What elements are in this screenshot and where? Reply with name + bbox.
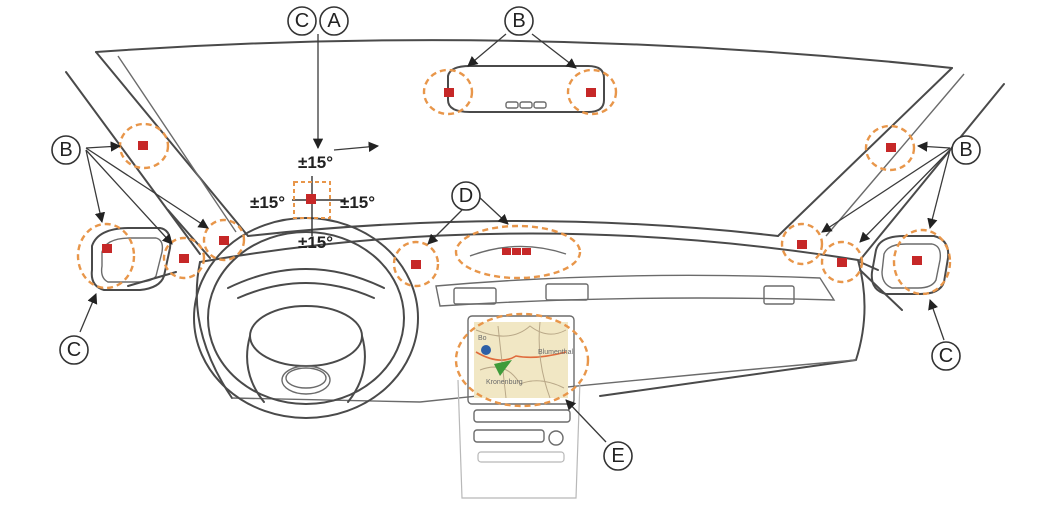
sensor-left-mirror <box>76 222 136 290</box>
sensor-dash-left <box>392 240 440 288</box>
angle-left-label: ±15° <box>250 193 285 212</box>
windshield <box>95 39 953 237</box>
rear-view-mirror <box>447 65 605 113</box>
right-a-pillar <box>825 73 1005 311</box>
callout-top-a: A <box>319 6 349 36</box>
callout-d: D <box>451 181 481 211</box>
callout-right-c: C <box>931 341 961 371</box>
callout-left-b: B <box>51 135 81 165</box>
sensor-right-mirror <box>892 228 952 296</box>
sensor-right-pillar-low <box>780 222 824 266</box>
steering-wheel <box>193 217 419 419</box>
svg-text:B: B <box>59 139 72 161</box>
svg-text:B: B <box>959 139 972 161</box>
angle-bottom-label: ±15° <box>298 233 333 252</box>
svg-text:A: A <box>327 10 341 32</box>
callout-right-b: B <box>951 135 981 165</box>
left-a-pillar <box>65 55 237 259</box>
callout-top-c: C <box>287 6 317 36</box>
sensor-right-pillar-mid <box>820 240 864 284</box>
callout-e: E <box>603 441 633 471</box>
leader-lines <box>79 33 951 443</box>
callout-top-b: B <box>504 6 534 36</box>
sensor-dash-center <box>454 224 582 280</box>
svg-text:B: B <box>512 10 525 32</box>
callout-left-c: C <box>59 335 89 365</box>
sensor-left-pillar-low <box>202 218 246 262</box>
map-label: Kronenburg <box>486 379 523 386</box>
svg-text:C: C <box>939 345 953 367</box>
map-label: Blumenthal <box>538 349 573 356</box>
left-side-mirror <box>90 227 177 291</box>
svg-text:C: C <box>295 10 309 32</box>
navigation-map: Bo Blumenthal Kronenburg <box>474 321 573 399</box>
sensor-navigation <box>454 312 590 408</box>
dashboard <box>195 232 866 403</box>
angle-top-label: ±15° <box>298 153 333 172</box>
camera-angle-indicator: ±15° ±15° ±15° ±15° <box>250 153 375 252</box>
svg-text:E: E <box>611 445 624 467</box>
svg-text:D: D <box>459 185 473 207</box>
map-label: Bo <box>478 335 487 342</box>
center-console <box>457 315 581 499</box>
angle-right-label: ±15° <box>340 193 375 212</box>
sensor-rearview-left <box>422 68 474 116</box>
svg-text:C: C <box>67 339 81 361</box>
sensor-right-pillar-top <box>864 124 916 172</box>
sensor-left-pillar-mid <box>162 236 206 280</box>
sensor-rearview-right <box>566 68 618 116</box>
